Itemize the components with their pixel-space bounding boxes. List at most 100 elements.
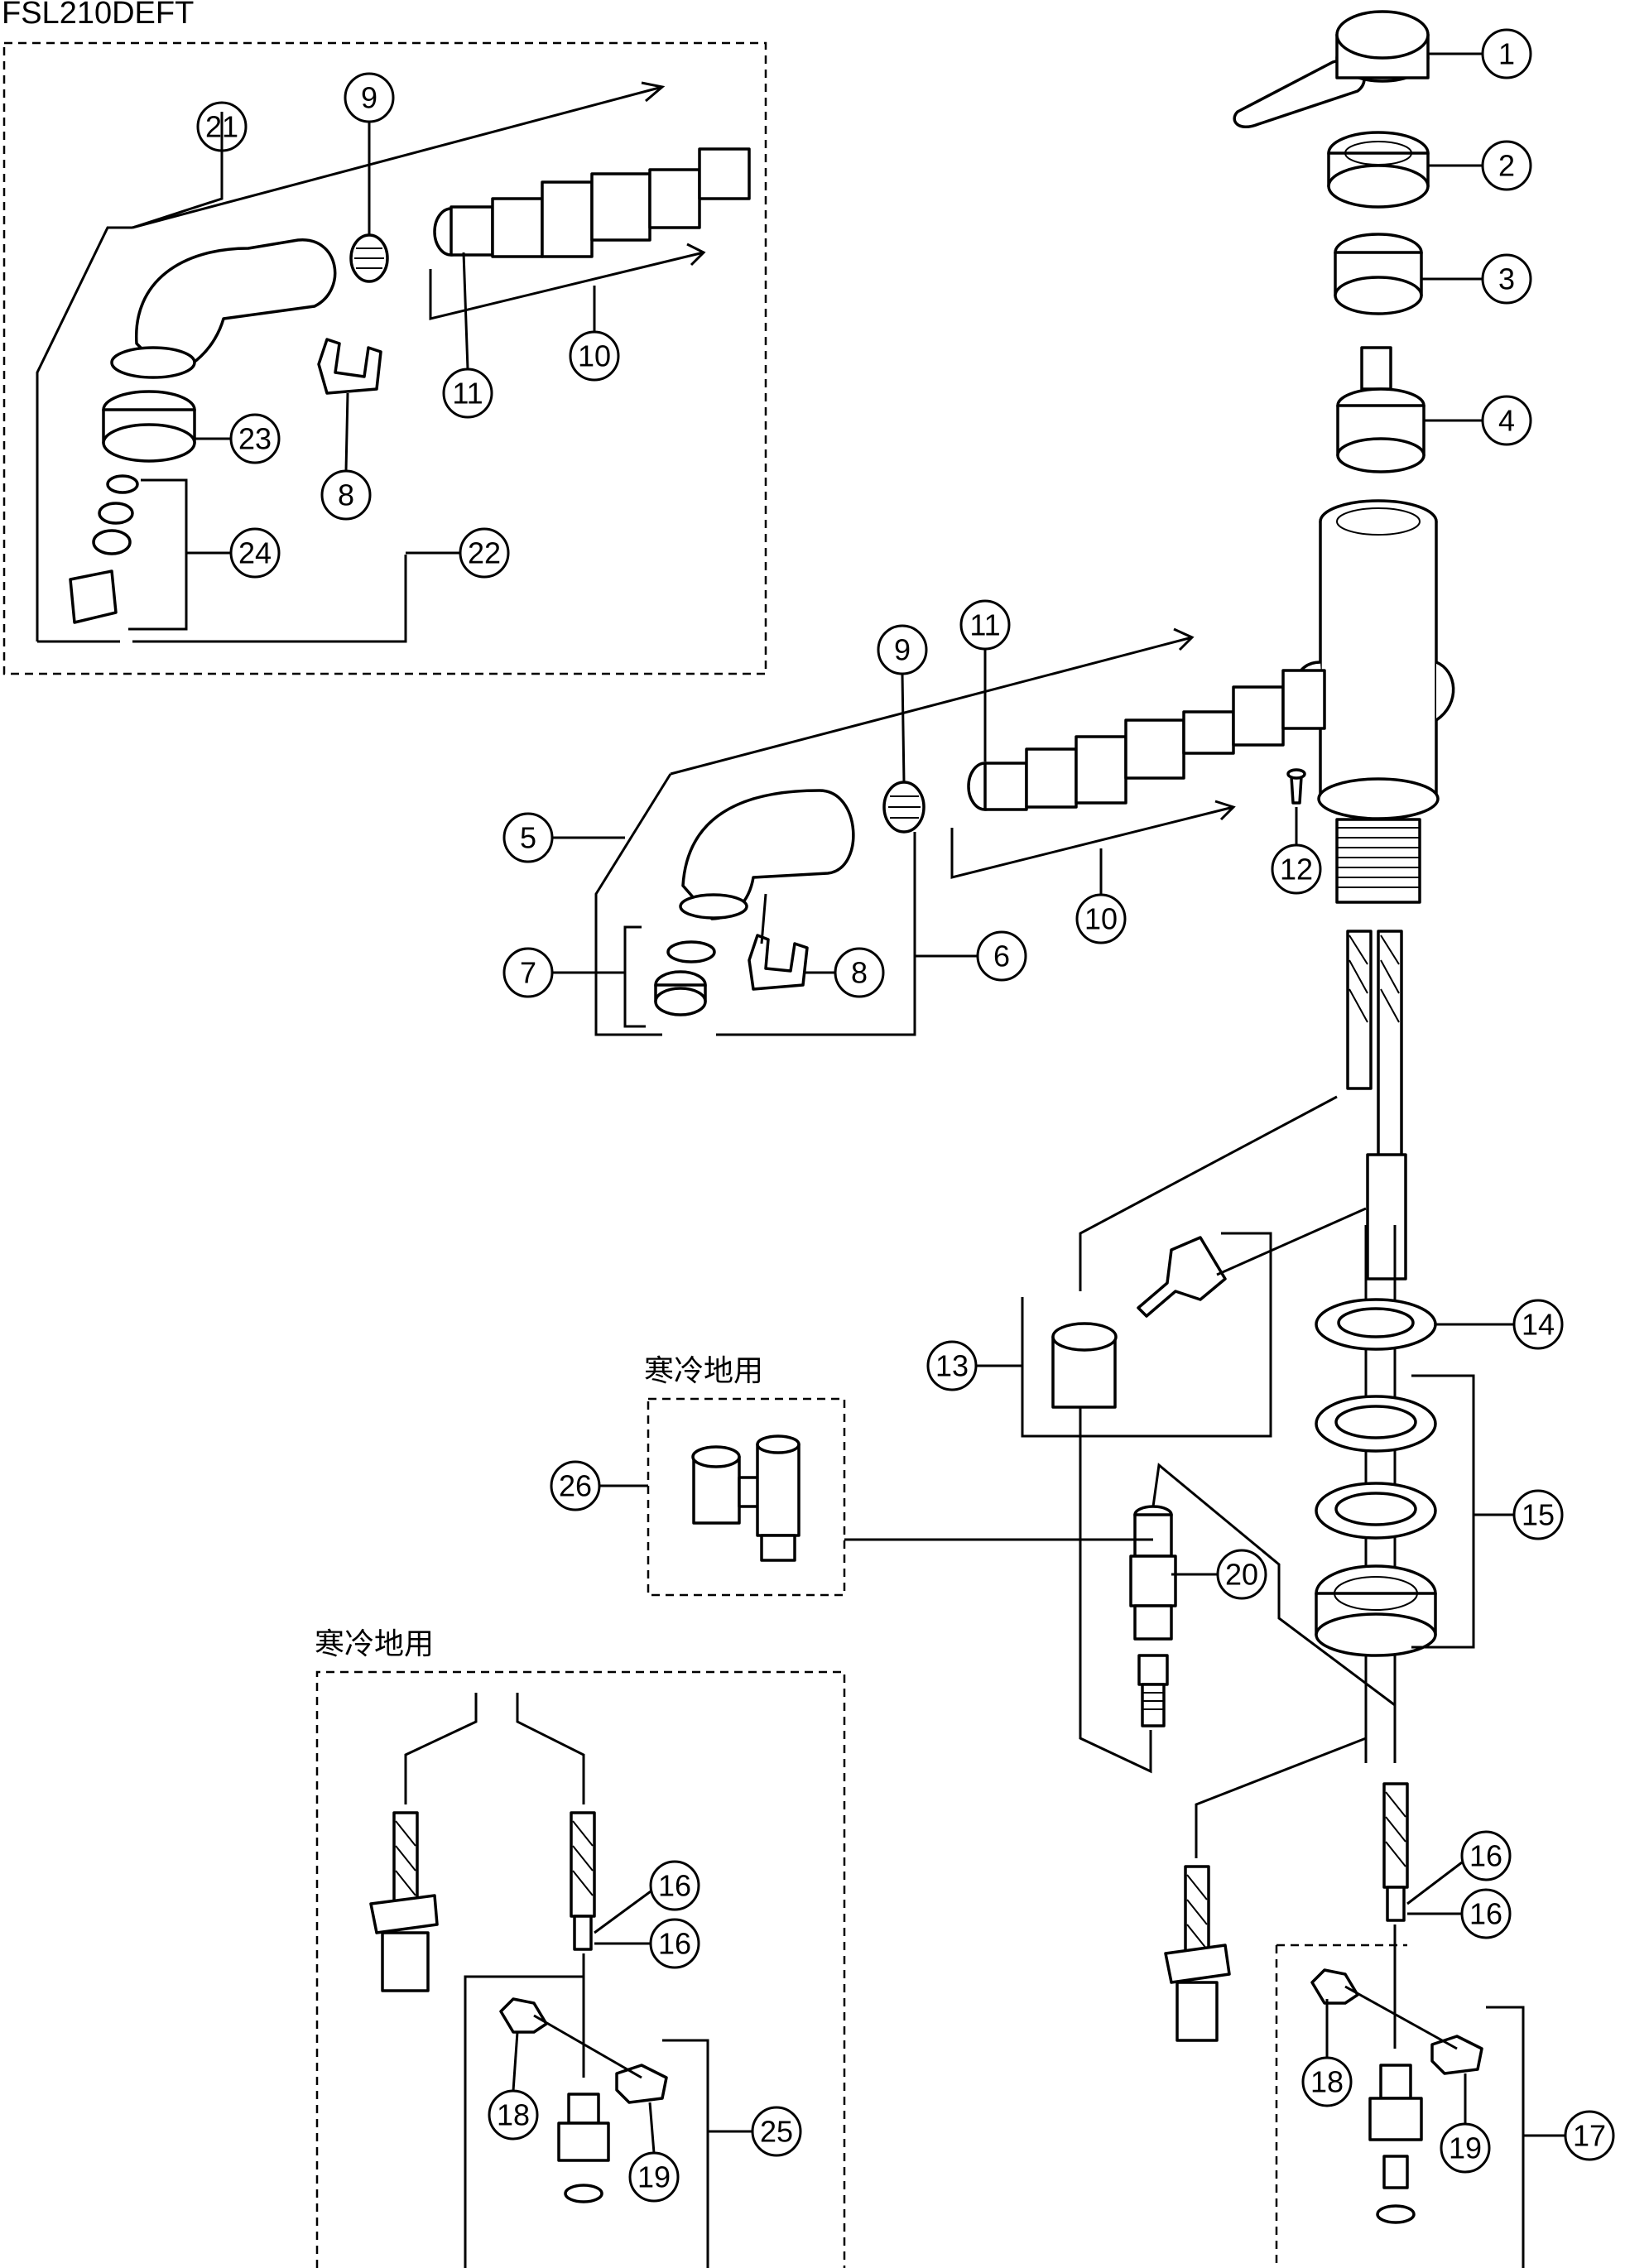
callout-21: 21 (196, 101, 248, 152)
clip-18-right (1310, 1968, 1359, 2005)
callout-7: 7 (502, 947, 554, 998)
callout-14: 14 (1512, 1299, 1564, 1350)
callout-1: 1 (1481, 28, 1532, 79)
svg-text:20: 20 (1225, 1558, 1258, 1592)
svg-text:8: 8 (338, 478, 354, 512)
cold-hose-left (369, 1811, 439, 1992)
leader-left-hose (1195, 1697, 1368, 1858)
hose-assembly-main (950, 669, 1326, 879)
bracket-clamp-13 (1051, 1236, 1227, 1409)
callout-10: 10 (1075, 893, 1127, 944)
callout-4: 4 (1481, 395, 1532, 446)
callout-19-left: 19 (628, 2151, 680, 2203)
callout-18-left: 18 (488, 2089, 539, 2141)
callout-12: 12 (1271, 843, 1322, 895)
callout-16-left-a: 16 (649, 1860, 700, 1911)
callout-17: 17 (1564, 2110, 1615, 2161)
cap-2 (1327, 131, 1430, 209)
washers-nut-15 (1315, 1395, 1437, 1657)
callout-11: 11 (959, 599, 1011, 651)
leader-13-down (1079, 1407, 1152, 1774)
svg-text:18: 18 (497, 2098, 530, 2132)
svg-text:11: 11 (969, 608, 1000, 642)
svg-text:26: 26 (559, 1469, 592, 1503)
svg-text:8: 8 (851, 956, 868, 990)
svg-text:15: 15 (1522, 1498, 1555, 1532)
svg-text:3: 3 (1498, 262, 1515, 296)
svg-text:11: 11 (452, 377, 483, 411)
model-title: FSL210DEFT (2, 0, 194, 31)
svg-text:12: 12 (1280, 853, 1313, 887)
faucet-body (1290, 499, 1455, 904)
svg-text:14: 14 (1522, 1308, 1555, 1342)
inset-leader-21 (132, 112, 224, 229)
svg-text:22: 22 (468, 536, 501, 570)
svg-text:19: 19 (1449, 2131, 1482, 2165)
svg-text:17: 17 (1573, 2119, 1606, 2153)
leader-13-up (1079, 1095, 1338, 1291)
bracket-13-frame (1021, 1232, 1272, 1438)
valve-20 (1129, 1505, 1177, 1727)
strainer-9 (882, 781, 925, 834)
callout-9: 9 (877, 624, 928, 675)
inset-bracket-22 (132, 555, 407, 643)
cold-hose-right (570, 1811, 596, 1951)
inset-bracket-24 (128, 478, 188, 631)
clip-8-stem (760, 893, 767, 944)
svg-text:4: 4 (1498, 404, 1515, 438)
callout-20: 20 (1216, 1549, 1267, 1600)
fitting-25 (557, 2093, 610, 2203)
lever-handle-1 (1233, 10, 1430, 129)
screw-12 (1286, 768, 1306, 805)
leader-13-clamp (1216, 1207, 1367, 1276)
svg-text:5: 5 (520, 821, 536, 855)
callout-9-inset: 9 (344, 72, 395, 123)
bracket-25 (662, 2039, 709, 2268)
leader-5-bracket (594, 773, 672, 1036)
leader-9 (901, 673, 906, 783)
callout-22: 22 (459, 527, 510, 579)
svg-text:19: 19 (637, 2160, 671, 2194)
callout-26: 26 (550, 1460, 601, 1511)
callout-16-right-a: 16 (1460, 1830, 1512, 1881)
callout-16-left-b: 16 (649, 1918, 700, 1969)
callout-18-right: 18 (1301, 2056, 1353, 2107)
spout-5 (670, 627, 1195, 920)
washer-14 (1315, 1298, 1437, 1351)
hose-left-lower (1164, 1865, 1231, 2042)
callout-2: 2 (1481, 140, 1532, 191)
cold-region-label-1: 寒冷地用 (644, 1354, 763, 1388)
inset-leader-21b (36, 226, 132, 641)
cold-region-frame-25 (315, 1670, 846, 2268)
callout-3: 3 (1481, 253, 1532, 305)
svg-text:16: 16 (658, 1927, 691, 1961)
svg-text:13: 13 (935, 1349, 969, 1383)
fitting-17 (1368, 2064, 1423, 2224)
nut-3 (1334, 233, 1423, 315)
cold-region-label-2: 寒冷地用 (315, 1627, 434, 1661)
svg-text:6: 6 (993, 939, 1010, 973)
callout-24: 24 (229, 527, 281, 579)
hose-right-lower (1382, 1782, 1409, 1922)
callout-8-inset: 8 (320, 469, 372, 521)
bracket-7 (623, 925, 646, 1028)
callout-19-right: 19 (1440, 2122, 1491, 2174)
svg-text:21: 21 (205, 110, 238, 144)
inset-hose-assembly (429, 147, 751, 320)
svg-text:9: 9 (894, 633, 911, 667)
bracket-6 (716, 832, 916, 1036)
leader-18-19-left (533, 2014, 642, 2079)
aerator-7 (654, 940, 716, 1016)
callout-23: 23 (229, 413, 281, 464)
inset-strainer-9 (349, 233, 389, 283)
bracket-17 (1486, 2006, 1525, 2268)
clip-19-right (1430, 2035, 1483, 2075)
svg-text:23: 23 (238, 422, 272, 456)
inset-shower-head (110, 81, 666, 379)
leader-8-inset (344, 392, 349, 472)
svg-text:10: 10 (578, 339, 611, 373)
bracket-15 (1411, 1374, 1475, 1649)
frame-25-left (464, 1975, 584, 2268)
leader-18-left (512, 2031, 519, 2092)
svg-text:9: 9 (361, 81, 377, 115)
